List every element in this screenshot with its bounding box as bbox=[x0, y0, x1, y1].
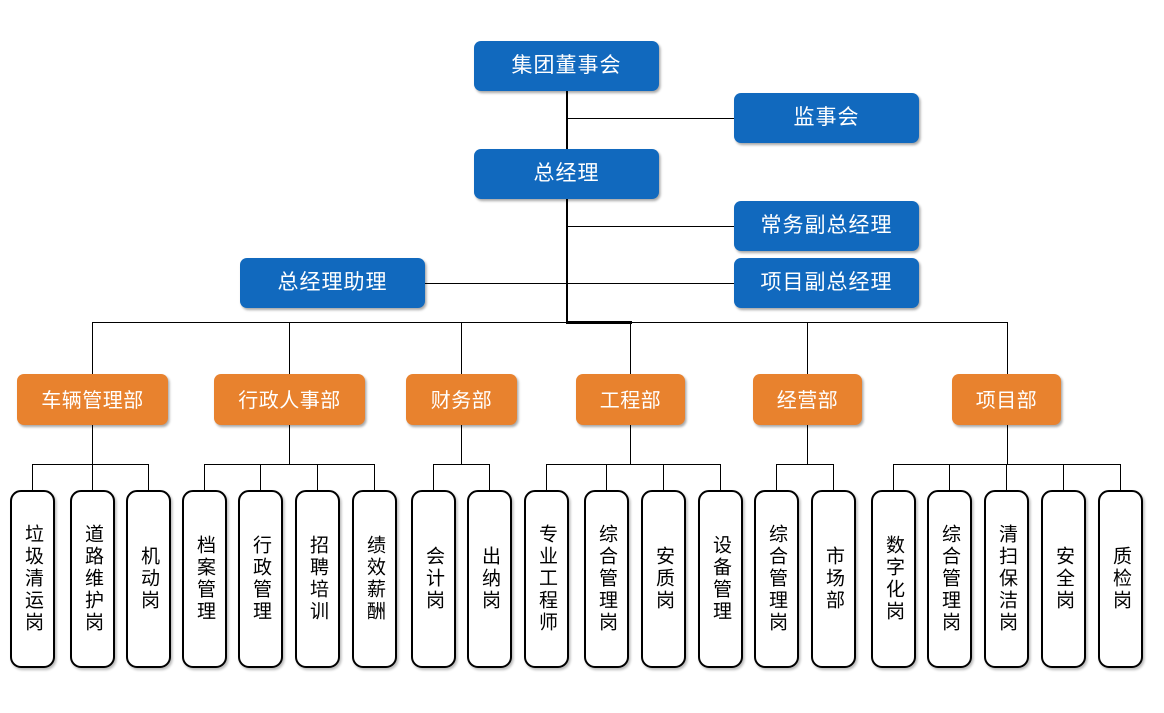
connector-dept1-drop-1 bbox=[32, 464, 33, 490]
department-bus-left bbox=[92, 322, 567, 323]
node-department-admin-hr[interactable]: 行政人事部 bbox=[214, 374, 365, 425]
node-department-project[interactable]: 项目部 bbox=[952, 374, 1061, 425]
node-position-operations-general-management[interactable]: 综合管理岗 bbox=[754, 490, 799, 668]
node-position-road-maintenance[interactable]: 道路维护岗 bbox=[70, 490, 115, 668]
node-department-operations[interactable]: 经营部 bbox=[753, 374, 862, 425]
node-position-engineering-general-management[interactable]: 综合管理岗 bbox=[584, 490, 629, 668]
connector-dept5-bar bbox=[776, 464, 834, 465]
connector-dept2-stem bbox=[289, 425, 290, 464]
connector-dept3-drop-1 bbox=[433, 464, 434, 490]
connector-dept4-drop-3 bbox=[663, 464, 664, 490]
connector-dept3-drop-2 bbox=[489, 464, 490, 490]
connector-bus-to-dept-4 bbox=[630, 322, 631, 374]
connector-dept5-drop-2 bbox=[833, 464, 834, 490]
connector-dept4-drop-2 bbox=[606, 464, 607, 490]
connector-bus-to-dept-5 bbox=[807, 322, 808, 374]
connector-dept4-drop-1 bbox=[546, 464, 547, 490]
connector-dept6-drop-4 bbox=[1063, 464, 1064, 490]
connector-dept4-bar bbox=[546, 464, 721, 465]
node-project-deputy-gm[interactable]: 项目副总经理 bbox=[734, 258, 919, 308]
connector-dept5-stem bbox=[807, 425, 808, 464]
connector-dept4-stem bbox=[630, 425, 631, 464]
connector-bus-to-dept-2 bbox=[289, 322, 290, 374]
connector-gm-trunk bbox=[566, 198, 568, 323]
node-position-quality-inspection[interactable]: 质检岗 bbox=[1098, 490, 1143, 668]
connector-dept5-drop-1 bbox=[776, 464, 777, 490]
connector-board-to-gm bbox=[566, 91, 568, 154]
department-bus-center bbox=[566, 321, 632, 324]
node-department-engineering[interactable]: 工程部 bbox=[576, 374, 685, 425]
node-position-records-management[interactable]: 档案管理 bbox=[182, 490, 227, 668]
connector-dept6-bar bbox=[893, 464, 1121, 465]
node-position-project-general-management[interactable]: 综合管理岗 bbox=[927, 490, 972, 668]
node-position-safety[interactable]: 安全岗 bbox=[1041, 490, 1086, 668]
connector-dept6-drop-1 bbox=[893, 464, 894, 490]
node-supervisory-board[interactable]: 监事会 bbox=[734, 93, 919, 143]
connector-dept6-drop-3 bbox=[1006, 464, 1007, 490]
connector-dept1-bar bbox=[32, 464, 149, 465]
connector-dept2-drop-1 bbox=[204, 464, 205, 490]
node-position-equipment-management[interactable]: 设备管理 bbox=[698, 490, 743, 668]
node-position-professional-engineer[interactable]: 专业工程师 bbox=[524, 490, 569, 668]
node-position-marketing[interactable]: 市场部 bbox=[811, 490, 856, 668]
connector-dept4-drop-4 bbox=[720, 464, 721, 490]
node-position-accounting[interactable]: 会计岗 bbox=[411, 490, 456, 668]
connector-bus-to-dept-3 bbox=[461, 322, 462, 374]
node-department-finance[interactable]: 财务部 bbox=[406, 374, 517, 425]
connector-dept1-stem bbox=[92, 425, 93, 464]
connector-bus-to-dept-1 bbox=[92, 322, 93, 374]
connector-bus-to-dept-6 bbox=[1007, 322, 1008, 374]
connector-dept1-drop-3 bbox=[148, 464, 149, 490]
node-position-mobile-duty[interactable]: 机动岗 bbox=[126, 490, 171, 668]
connector-dept6-drop-5 bbox=[1120, 464, 1121, 490]
connector-dept3-bar bbox=[433, 464, 490, 465]
node-general-manager[interactable]: 总经理 bbox=[474, 149, 659, 199]
connector-to-executive-deputy-gm bbox=[566, 226, 734, 227]
connector-to-gm-assistant bbox=[425, 283, 567, 284]
node-position-cleaning-sanitation[interactable]: 清扫保洁岗 bbox=[984, 490, 1029, 668]
node-department-vehicle-management[interactable]: 车辆管理部 bbox=[17, 374, 168, 425]
connector-dept3-stem bbox=[461, 425, 462, 464]
node-board[interactable]: 集团董事会 bbox=[474, 41, 659, 91]
connector-dept2-drop-2 bbox=[260, 464, 261, 490]
node-position-waste-transport[interactable]: 垃圾清运岗 bbox=[10, 490, 55, 668]
node-position-admin-management[interactable]: 行政管理 bbox=[238, 490, 283, 668]
node-position-safety-quality[interactable]: 安质岗 bbox=[641, 490, 686, 668]
node-position-recruitment-training[interactable]: 招聘培训 bbox=[295, 490, 340, 668]
connector-dept2-drop-3 bbox=[317, 464, 318, 490]
connector-dept6-drop-2 bbox=[949, 464, 950, 490]
node-executive-deputy-gm[interactable]: 常务副总经理 bbox=[734, 201, 919, 251]
connector-dept2-drop-4 bbox=[374, 464, 375, 490]
node-position-cashier[interactable]: 出纳岗 bbox=[467, 490, 512, 668]
connector-to-supervisory-board bbox=[566, 118, 734, 119]
connector-dept6-stem bbox=[1007, 425, 1008, 464]
department-bus-right bbox=[631, 322, 1008, 323]
node-gm-assistant[interactable]: 总经理助理 bbox=[240, 258, 425, 308]
connector-dept2-bar bbox=[204, 464, 375, 465]
node-position-digitalization[interactable]: 数字化岗 bbox=[871, 490, 916, 668]
connector-dept1-drop-2 bbox=[92, 464, 93, 490]
node-position-performance-compensation[interactable]: 绩效薪酬 bbox=[352, 490, 397, 668]
connector-to-project-deputy-gm bbox=[566, 283, 734, 284]
